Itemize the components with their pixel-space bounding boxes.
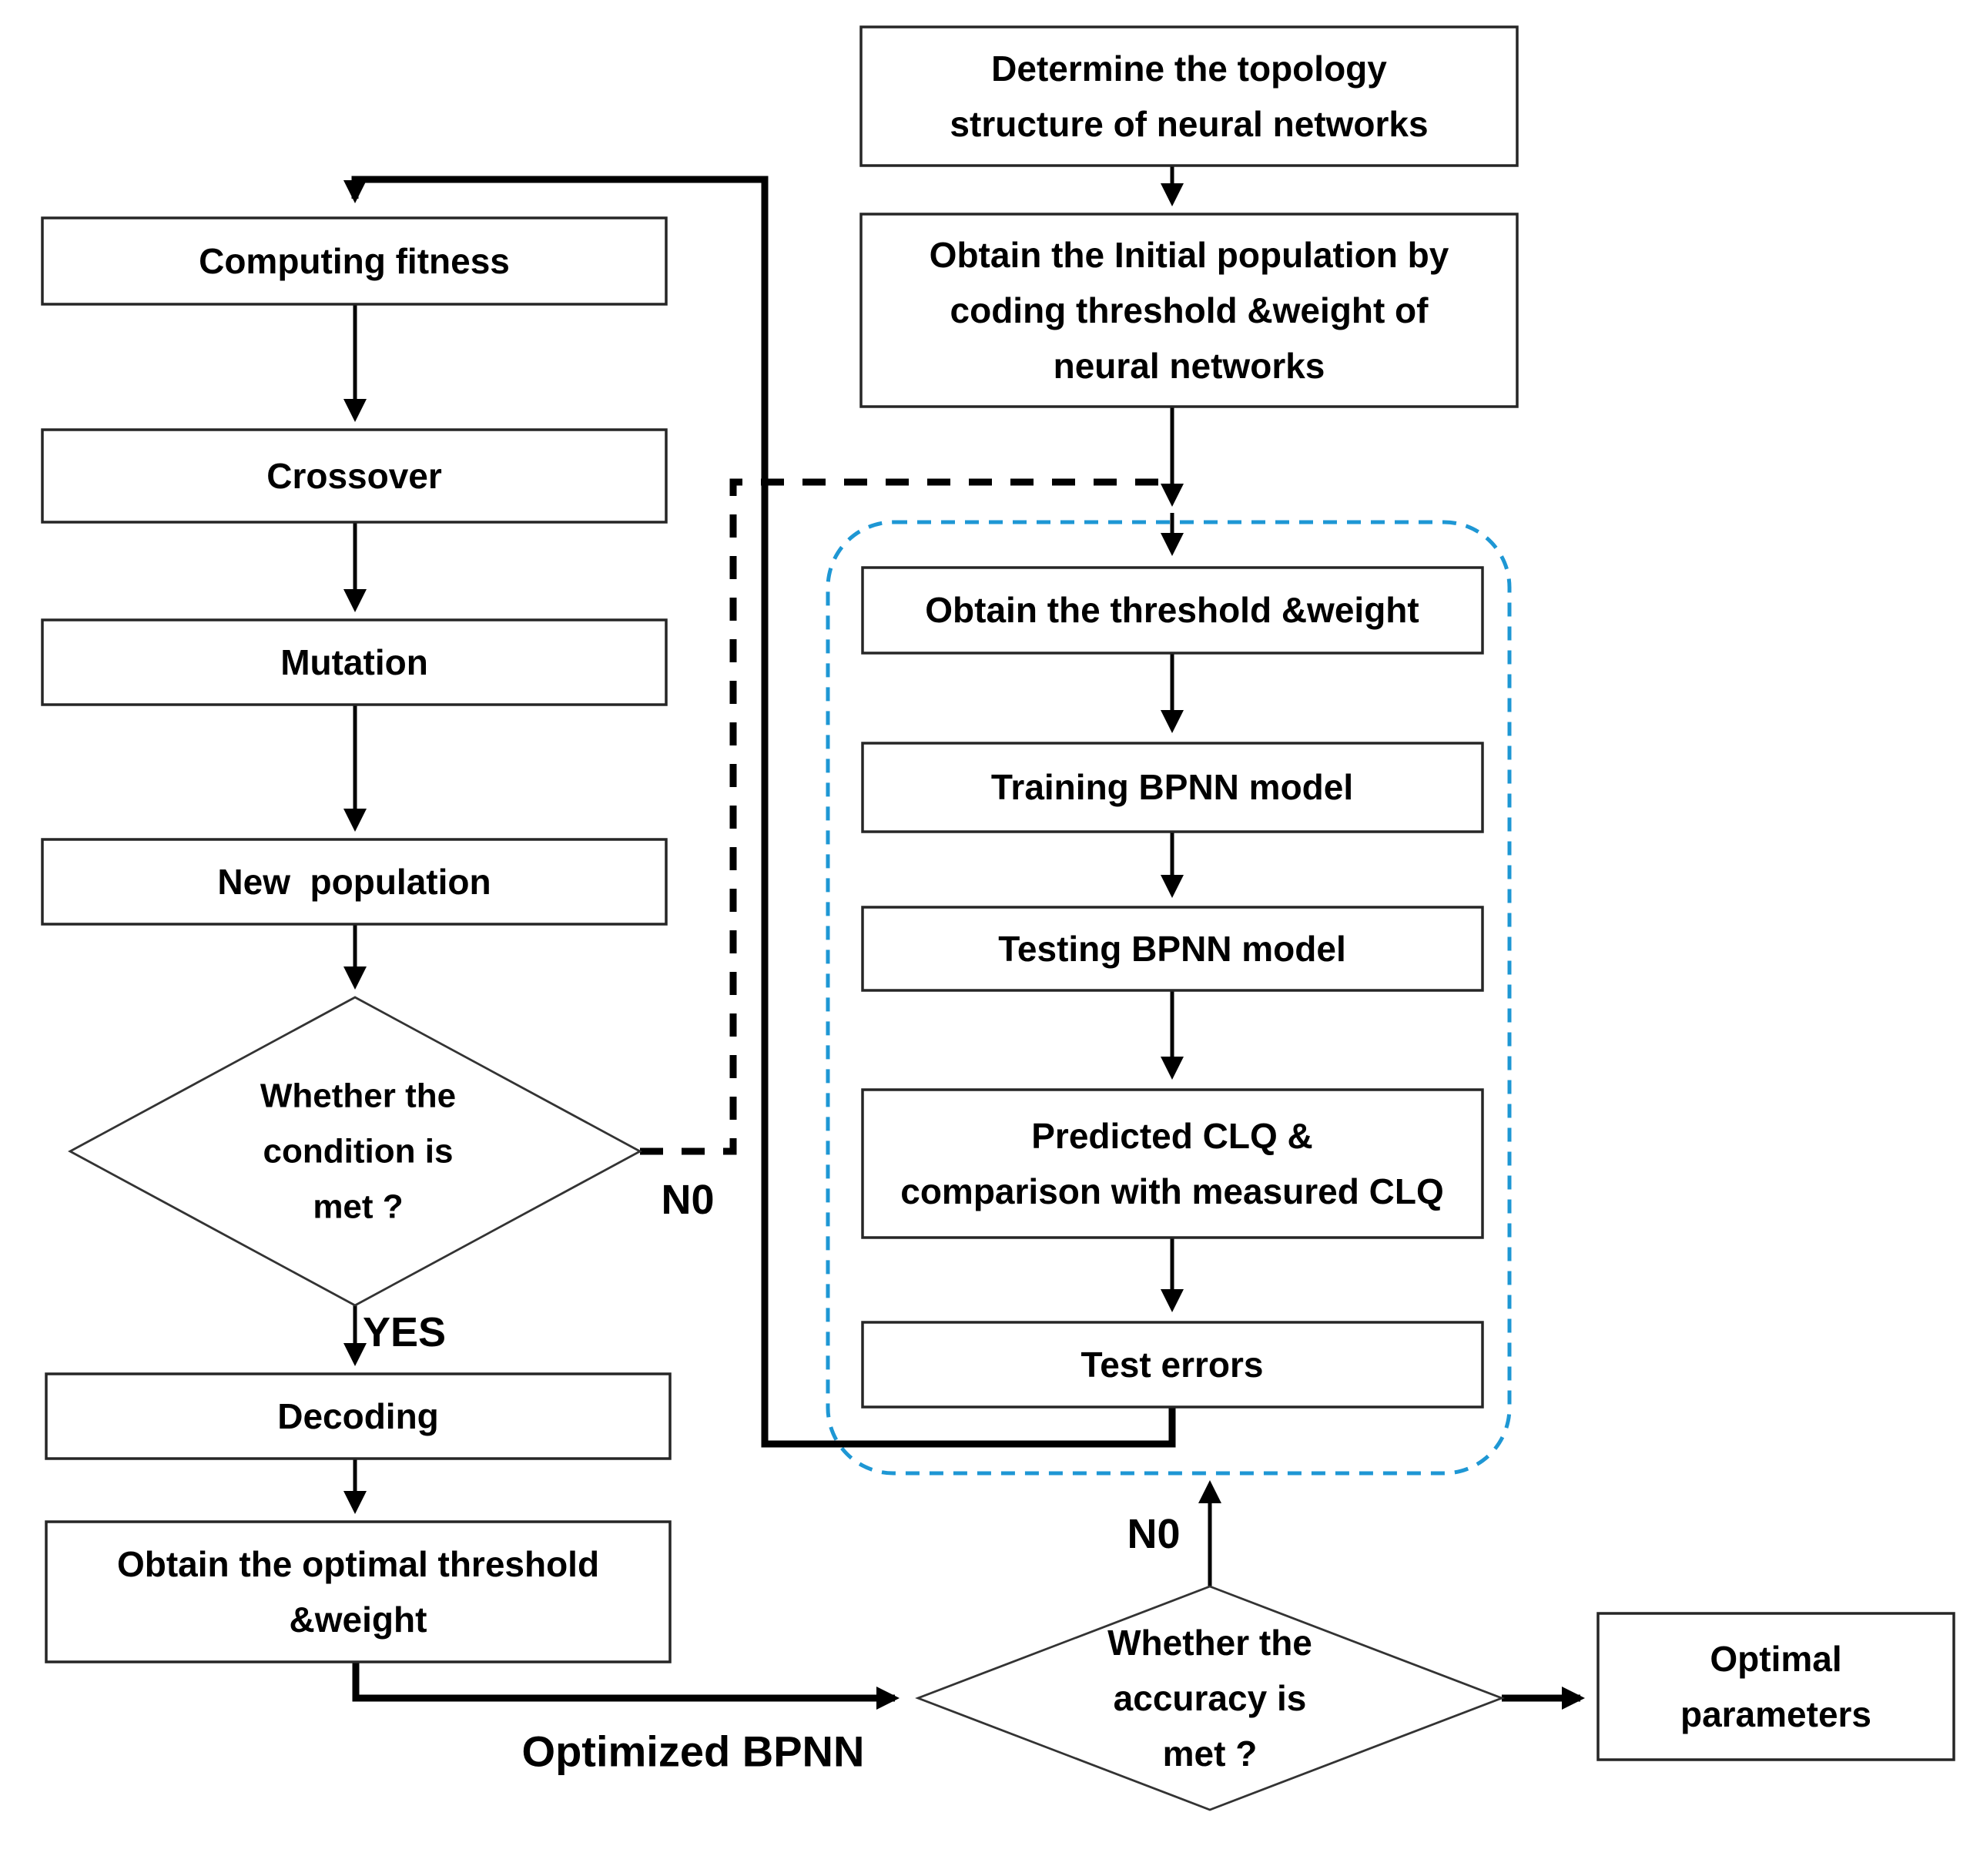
decoding-box — [45, 1372, 672, 1460]
predicted-clq-line1: Predicted CLQ & — [1031, 1116, 1313, 1156]
test-errors-label: Test errors — [1081, 1345, 1264, 1385]
no-condition-label: N0 — [661, 1177, 714, 1223]
optimal-threshold-box — [45, 1520, 672, 1663]
optimal-parameters-line1: Optimal — [1710, 1639, 1841, 1679]
decoding-label: Decoding — [277, 1396, 439, 1436]
accuracy-diamond-line3: met ? — [1163, 1734, 1258, 1774]
predicted-clq-line2: comparison with measured CLQ — [900, 1171, 1443, 1211]
accuracy-diamond-line1: Whether the — [1107, 1623, 1312, 1663]
condition-diamond-line2: condition is — [263, 1133, 454, 1171]
predicted-clq-box — [861, 1088, 1484, 1239]
crossover-box — [41, 428, 668, 524]
obtain-threshold-weight-box — [861, 566, 1484, 655]
bpnn-column — [859, 25, 1955, 1811]
testing-bpnn-box — [861, 906, 1484, 992]
no-accuracy-label: N0 — [1127, 1511, 1180, 1557]
new-population-label: New population — [217, 862, 491, 902]
training-bpnn-label: Training BPNN model — [991, 767, 1353, 807]
mutation-box — [41, 618, 668, 706]
initial-population-line3: neural networks — [1054, 346, 1325, 386]
ga-column — [41, 216, 672, 1663]
optimal-parameters-line2: parameters — [1680, 1694, 1871, 1734]
node-labels: Computing fitness Crossover Mutation New… — [117, 49, 1871, 1774]
connectors — [343, 166, 1585, 1710]
dashed-no-path — [640, 478, 1163, 1155]
loop-test-errors-to-computing-fitness — [343, 176, 1176, 1448]
determine-topology-line1: Determine the topology — [991, 49, 1387, 89]
crossover-label: Crossover — [266, 456, 442, 496]
optimal-threshold-line1: Obtain the optimal threshold — [117, 1544, 599, 1584]
yes-label: YES — [363, 1309, 446, 1355]
condition-diamond-line3: met ? — [313, 1188, 403, 1226]
bpnn-group-outline — [826, 520, 1512, 1476]
mutation-label: Mutation — [280, 642, 428, 682]
optimal-threshold-line2: &weight — [290, 1600, 427, 1640]
accuracy-diamond-line2: accuracy is — [1114, 1678, 1307, 1718]
obtain-threshold-weight-label: Obtain the threshold &weight — [925, 590, 1419, 630]
test-errors-box — [861, 1321, 1484, 1409]
initial-population-box — [859, 213, 1519, 408]
initial-population-line1: Obtain the Initial population by — [930, 235, 1449, 275]
computing-fitness-box — [41, 216, 668, 306]
condition-diamond — [68, 996, 642, 1307]
accuracy-diamond — [915, 1585, 1505, 1811]
new-population-box — [41, 838, 668, 926]
condition-diamond-line1: Whether the — [260, 1077, 456, 1115]
testing-bpnn-label: Testing BPNN model — [998, 929, 1346, 969]
arrow-optimized-bpnn — [352, 1662, 900, 1710]
determine-topology-box — [859, 25, 1519, 167]
optimal-parameters-box — [1596, 1612, 1955, 1761]
edge-labels: YES N0 N0 Optimized BPNN — [363, 1177, 1181, 1776]
optimized-bpnn-label: Optimized BPNN — [522, 1727, 865, 1776]
computing-fitness-label: Computing fitness — [199, 241, 510, 281]
training-bpnn-box — [861, 742, 1484, 833]
initial-population-line2: coding threshold &weight of — [950, 290, 1429, 330]
determine-topology-line2: structure of neural networks — [950, 104, 1428, 144]
